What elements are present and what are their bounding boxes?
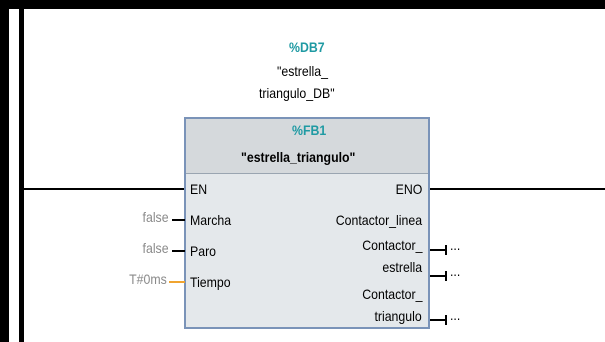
marcha-pin-wire xyxy=(172,219,185,221)
tiempo-actual-value[interactable]: T#0ms xyxy=(129,271,167,287)
paro-pin-wire xyxy=(172,250,185,252)
en-pin-label: EN xyxy=(190,181,208,197)
contactor-triangulo-pin-label-line1: Contactor_ xyxy=(361,286,422,302)
en-wire xyxy=(24,188,186,190)
contactor-linea-pin-wire xyxy=(430,249,446,251)
contactor-triangulo-pin-label-line2: triangulo xyxy=(374,308,422,324)
contactor-triangulo-pin-wire xyxy=(430,319,446,321)
contactor-triangulo-actual-value[interactable]: ... xyxy=(450,307,461,323)
contactor-estrella-pin-label-line1: Contactor_ xyxy=(361,237,422,253)
function-block-header xyxy=(186,119,428,174)
ladder-network-canvas: %DB7 "estrella_ triangulo_DB" %FB1 "estr… xyxy=(9,9,605,342)
eno-wire xyxy=(430,188,605,190)
contactor-estrella-terminal xyxy=(445,271,447,281)
power-rail xyxy=(19,9,24,342)
contactor-estrella-actual-value[interactable]: ... xyxy=(450,263,461,279)
paro-actual-value[interactable]: false xyxy=(142,240,169,256)
instance-db-address[interactable]: %DB7 xyxy=(289,39,325,55)
contactor-linea-terminal xyxy=(445,245,447,255)
contactor-linea-actual-value[interactable]: ... xyxy=(450,237,461,253)
marcha-actual-value[interactable]: false xyxy=(142,209,169,225)
paro-pin-label: Paro xyxy=(190,243,217,259)
contactor-estrella-pin-wire xyxy=(430,275,446,277)
tiempo-pin-wire xyxy=(169,281,185,283)
contactor-linea-pin-label: Contactor_linea xyxy=(335,212,422,228)
tiempo-pin-label: Tiempo xyxy=(190,274,231,290)
instance-db-name-line2[interactable]: triangulo_DB" xyxy=(259,85,335,101)
marcha-pin-label: Marcha xyxy=(190,212,232,228)
contactor-triangulo-terminal xyxy=(445,315,447,325)
function-block-box[interactable]: %FB1 "estrella_triangulo" EN ENO Marcha … xyxy=(184,117,430,329)
eno-pin-label: ENO xyxy=(395,181,422,197)
instance-db-name-line1[interactable]: "estrella_ xyxy=(277,63,328,79)
function-block-address: %FB1 xyxy=(292,122,327,138)
function-block-name: "estrella_triangulo" xyxy=(241,149,356,165)
contactor-estrella-pin-label-line2: estrella xyxy=(382,259,422,275)
